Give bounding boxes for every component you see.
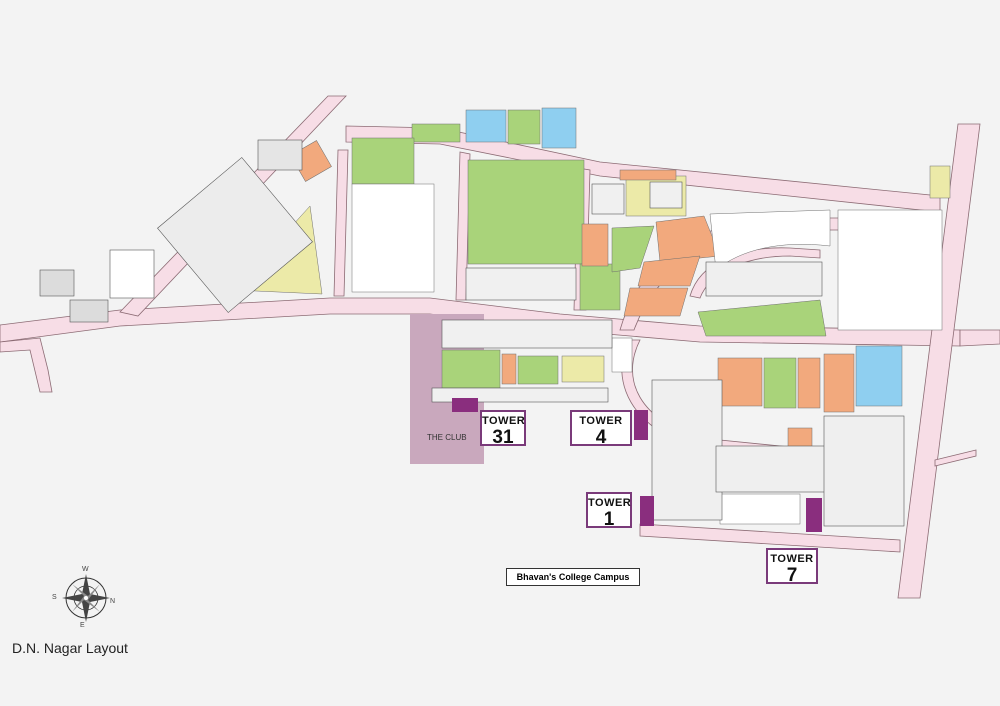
highway-east: [897, 123, 981, 599]
building: [39, 269, 75, 297]
compass-north-label: W: [82, 566, 89, 573]
tower-31-label: TOWER 31: [480, 410, 526, 448]
parcel-green-8: [441, 349, 501, 389]
parcel-white-4: [719, 493, 801, 525]
building: [465, 267, 577, 301]
parcel-green-7: [697, 299, 827, 337]
tower-7-label: TOWER 7: [766, 548, 818, 586]
club-label: THE CLUB: [427, 433, 467, 442]
compass-south-label: S: [52, 594, 57, 601]
parcel-green-9: [517, 355, 559, 385]
parcel-salmon-4: [637, 255, 701, 287]
parcel-green-2: [411, 123, 461, 143]
building: [591, 183, 625, 215]
tower-4-number: 4: [595, 427, 607, 448]
parcel-yellow-2: [929, 165, 951, 199]
road-south: [639, 523, 901, 553]
road-east-spur: [959, 329, 1000, 347]
parcel-blue-3: [855, 345, 903, 407]
tower-31-number: 31: [492, 427, 514, 448]
tower-1-site: [640, 496, 654, 526]
building: [441, 319, 613, 349]
building: [715, 445, 837, 493]
parcel-yellow-4: [561, 355, 605, 383]
campus-label: Bhavan's College Campus: [506, 568, 640, 586]
parcel-white-1: [351, 183, 435, 293]
parcel-salmon-7: [717, 357, 763, 407]
parcel-white-3: [709, 209, 831, 271]
parcel-green-10: [763, 357, 797, 409]
tower-7-number: 7: [786, 565, 798, 586]
building: [651, 379, 723, 521]
road-east-spur-2: [934, 449, 977, 467]
parcel-salmon-12: [619, 169, 677, 181]
parcel-salmon-11: [611, 337, 633, 373]
compass-center: [84, 596, 88, 600]
tower-4-title: TOWER: [579, 415, 623, 427]
road-internal-1: [333, 149, 349, 297]
map-title: D.N. Nagar Layout: [12, 640, 128, 656]
parcel-salmon-6: [501, 353, 517, 385]
building: [69, 299, 109, 323]
parcel-salmon-3: [655, 215, 721, 263]
building: [257, 139, 303, 171]
parcel-green-3: [351, 137, 415, 185]
parcel-blue-1: [465, 109, 507, 143]
compass-rose: [62, 574, 110, 622]
tower-4-label: TOWER 4: [570, 410, 632, 448]
tower-1-title: TOWER: [588, 497, 632, 509]
parcel-salmon-8: [797, 357, 821, 409]
road-southwest-curve: [0, 337, 53, 393]
building: [705, 261, 823, 297]
parcel-salmon-5: [623, 287, 689, 317]
tower-31-site: [452, 398, 478, 412]
parcel-salmon-2: [581, 223, 609, 267]
parcel-salmon-9: [823, 353, 855, 413]
building: [649, 181, 683, 209]
parcel-green-1: [507, 109, 541, 145]
parcel-green-6: [611, 225, 655, 273]
building: [109, 249, 155, 299]
parcel-green-4: [467, 159, 585, 265]
tower-sites: [452, 398, 822, 532]
compass-west-label: E: [80, 622, 85, 629]
tower-31-title: TOWER: [482, 415, 526, 427]
parcel-salmon-10: [787, 427, 813, 449]
parcel-blue-2: [541, 107, 577, 149]
compass-east-label: N: [110, 598, 116, 605]
building: [823, 415, 905, 527]
building: [157, 157, 313, 313]
tower-1-label: TOWER 1: [586, 492, 632, 530]
tower-7-site: [806, 498, 822, 532]
tower-7-title: TOWER: [770, 553, 814, 565]
tower-4-site: [634, 410, 648, 440]
parcel-white-2: [837, 209, 943, 331]
tower-1-number: 1: [603, 509, 615, 530]
